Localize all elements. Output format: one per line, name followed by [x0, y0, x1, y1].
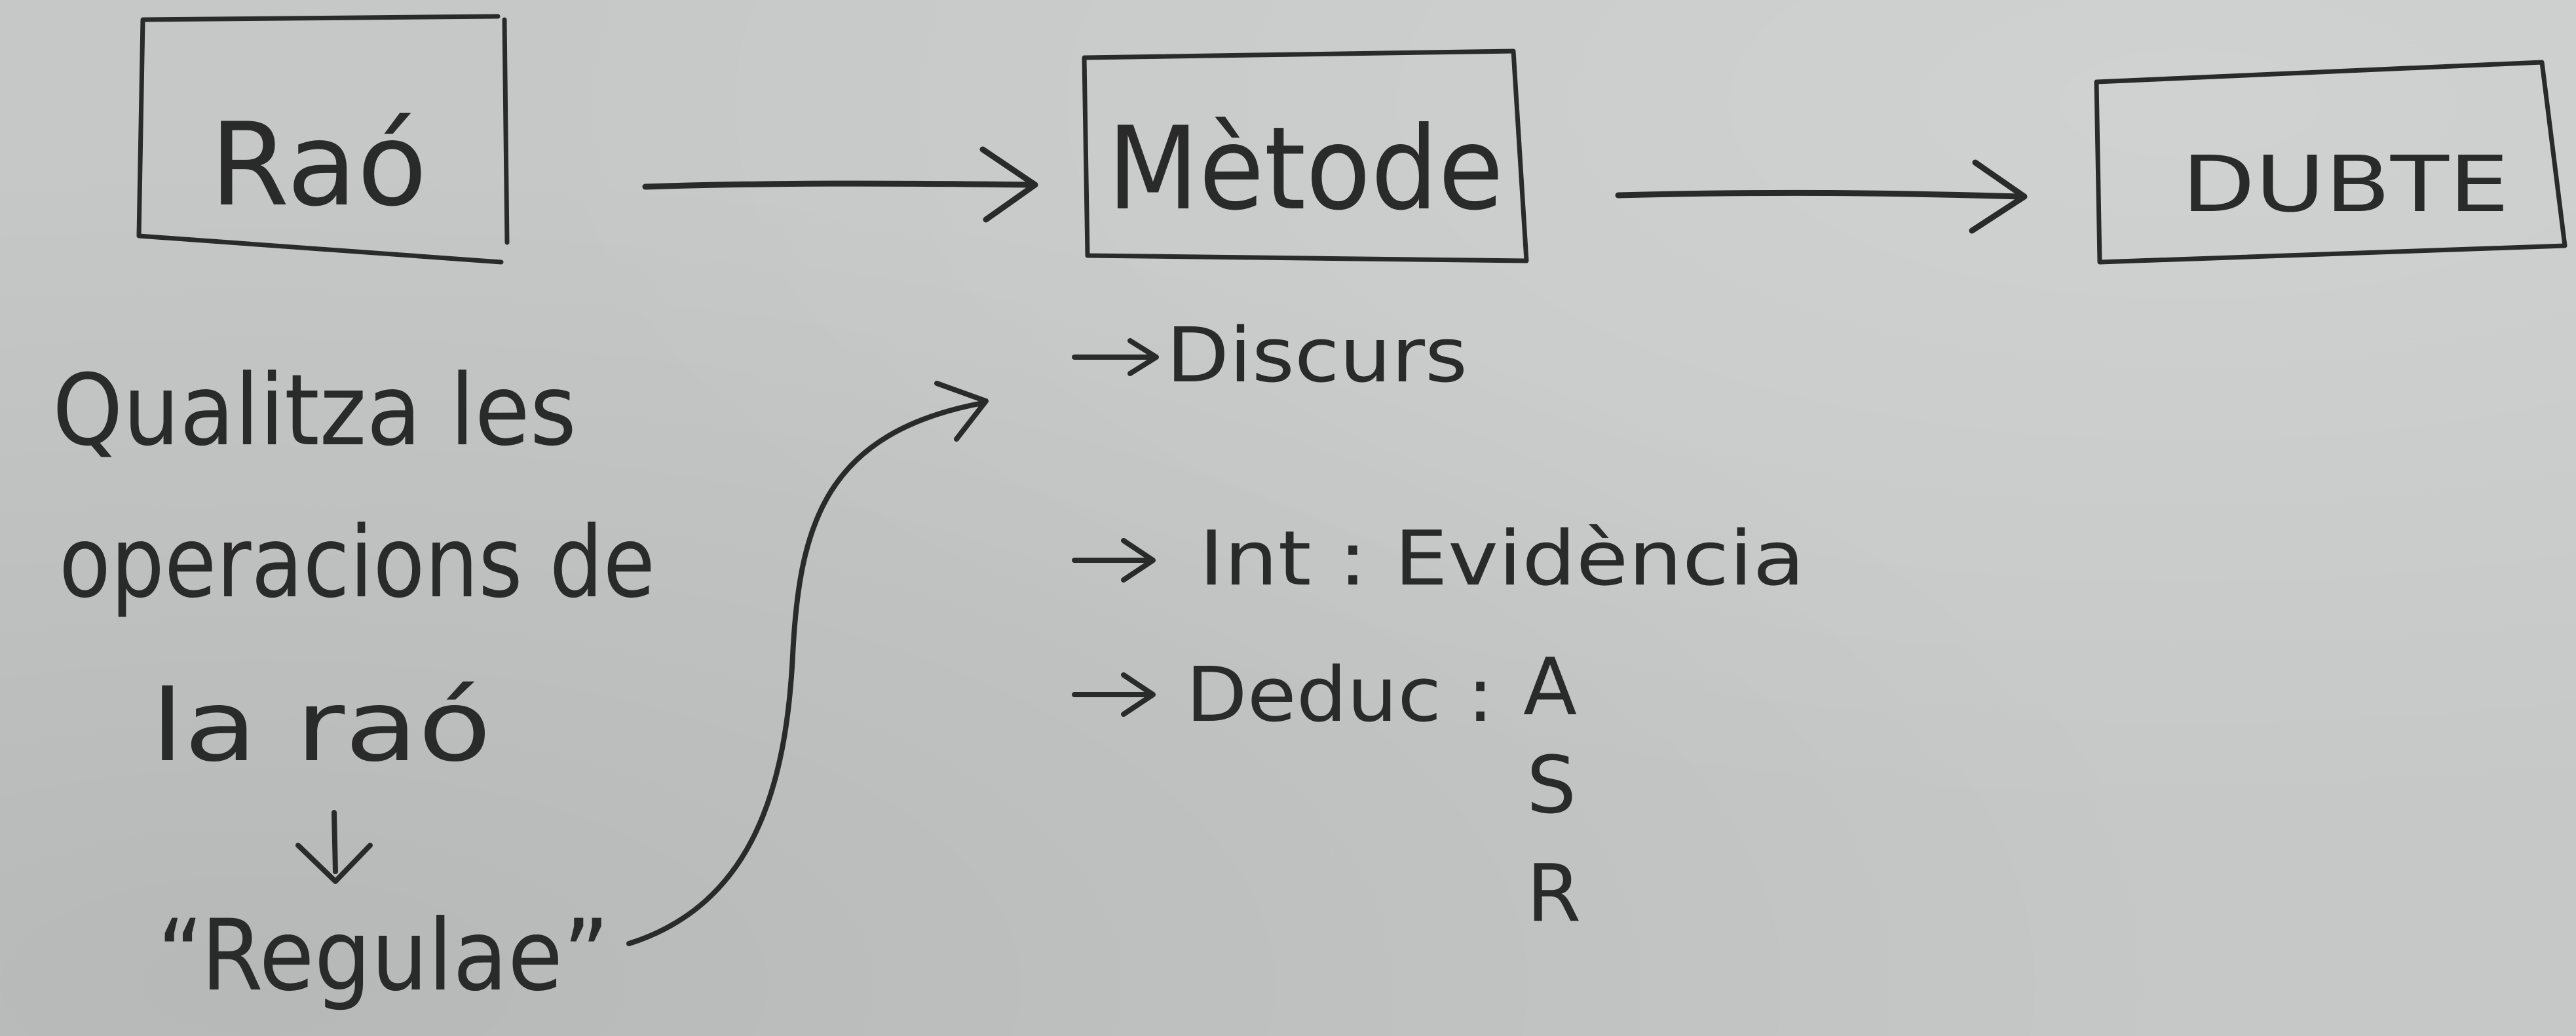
box-dubte: DUBTE [2094, 60, 2567, 265]
curved-arrow-regulae-to-metode [626, 381, 989, 946]
arrow-bullet-icon [1072, 338, 1159, 376]
left-note: Qualitza les operacions de la raó “Regul… [52, 354, 655, 1013]
box-metode-frame [1082, 48, 1529, 263]
method-notes: Discurs Int : Evidència Deduc : A S R [1072, 312, 1805, 940]
arrow-bullet-icon [1072, 538, 1156, 583]
box-metode-label: Mètode [1107, 103, 1504, 236]
left-note-line-2: operacions de [59, 506, 655, 620]
regulae-label: “Regulae” [157, 899, 609, 1013]
discurs-label: Discurs [1166, 312, 1468, 400]
box-dubte-frame [2094, 60, 2567, 265]
box-rao-label: Raó [210, 99, 427, 232]
box-metode: Mètode [1082, 48, 1529, 263]
down-arrow-icon [295, 810, 373, 884]
int-evidencia-label: Int : Evidència [1199, 515, 1805, 603]
box-rao: Raó [136, 14, 510, 265]
arrow-rao-to-metode [642, 146, 1038, 223]
arrow-metode-to-dubte [1615, 159, 2028, 234]
deduc-letter-r: R [1526, 849, 1581, 940]
deduc-letter-s: S [1526, 740, 1576, 832]
left-note-line-1: Qualitza les [52, 354, 577, 468]
box-rao-frame [136, 14, 510, 265]
left-note-line-3: la raó [151, 670, 491, 784]
deduc-label: Deduc : [1186, 651, 1494, 739]
deduc-letter-a: A [1523, 642, 1577, 733]
box-dubte-label: DUBTE [2182, 139, 2509, 229]
arrow-bullet-icon [1072, 672, 1156, 717]
